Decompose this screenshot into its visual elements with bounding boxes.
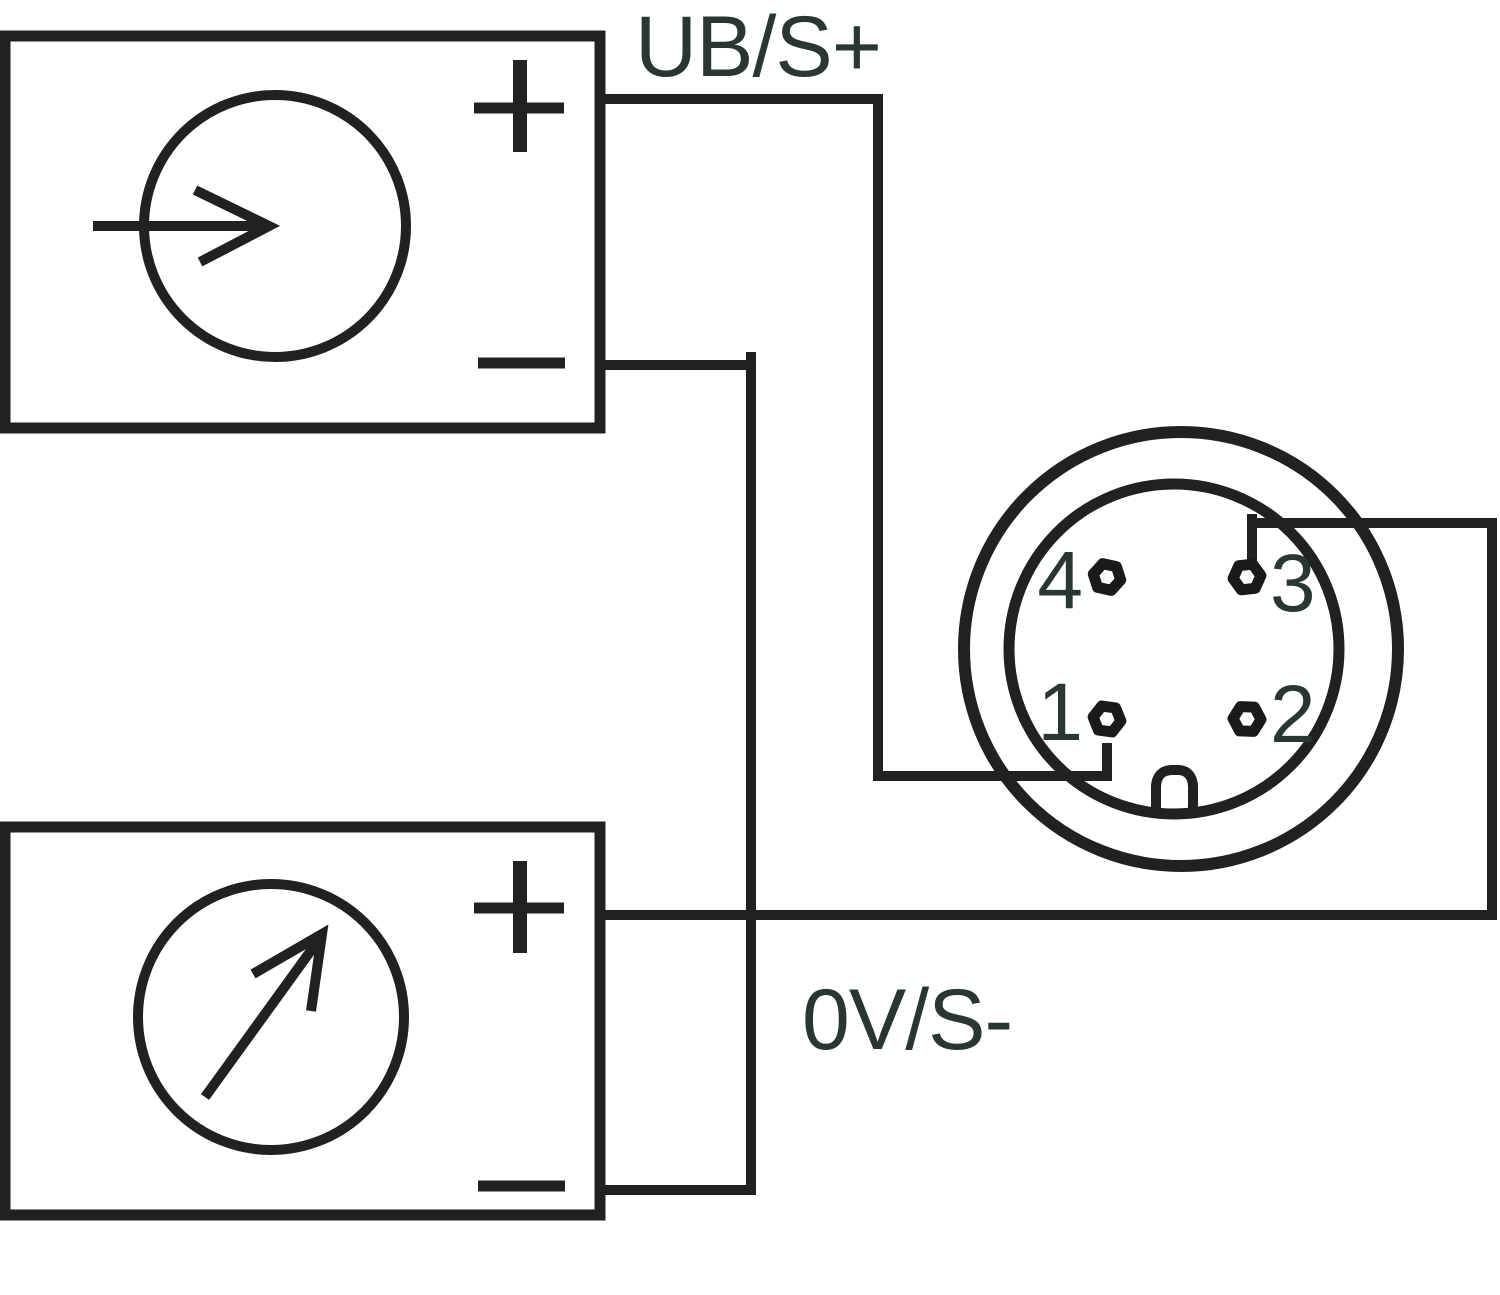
plus-terminal-icon <box>474 60 564 152</box>
indicator-outline <box>0 821 606 1221</box>
pin-2-label: 2 <box>1270 669 1316 760</box>
wires <box>600 94 1497 1195</box>
pin-4-contact <box>1087 558 1127 596</box>
meter-needle-head-icon <box>250 924 329 1012</box>
indicator-box <box>0 821 606 1221</box>
pin-2-contact <box>1227 701 1267 737</box>
wire-negative-link <box>600 360 756 1195</box>
current-arrow-head-icon <box>192 185 281 267</box>
pin-3-label: 3 <box>1270 538 1316 629</box>
wire-supply-positive-to-pin1 <box>600 94 1112 781</box>
pin-3-contact <box>1227 558 1267 596</box>
pin-1-contact <box>1087 700 1127 738</box>
label-supply-negative: 0V/S- <box>802 972 1012 1068</box>
connector-outer-ring <box>958 426 1404 872</box>
plus-terminal-icon <box>474 861 564 953</box>
connector-inner-ring <box>1003 478 1345 820</box>
label-supply-positive: UB/S+ <box>635 0 881 95</box>
connector-keyway-icon <box>1151 765 1198 813</box>
current-source-box <box>0 30 606 434</box>
current-source-outline <box>0 30 606 434</box>
meter-needle-shaft <box>200 935 325 1100</box>
wire-signal-to-pin3 <box>600 518 1497 920</box>
connector-face: 4 3 1 2 <box>958 426 1404 872</box>
pin-4-label: 4 <box>1037 535 1083 626</box>
pin-1-label: 1 <box>1037 667 1083 758</box>
indicator-circle <box>133 879 409 1155</box>
